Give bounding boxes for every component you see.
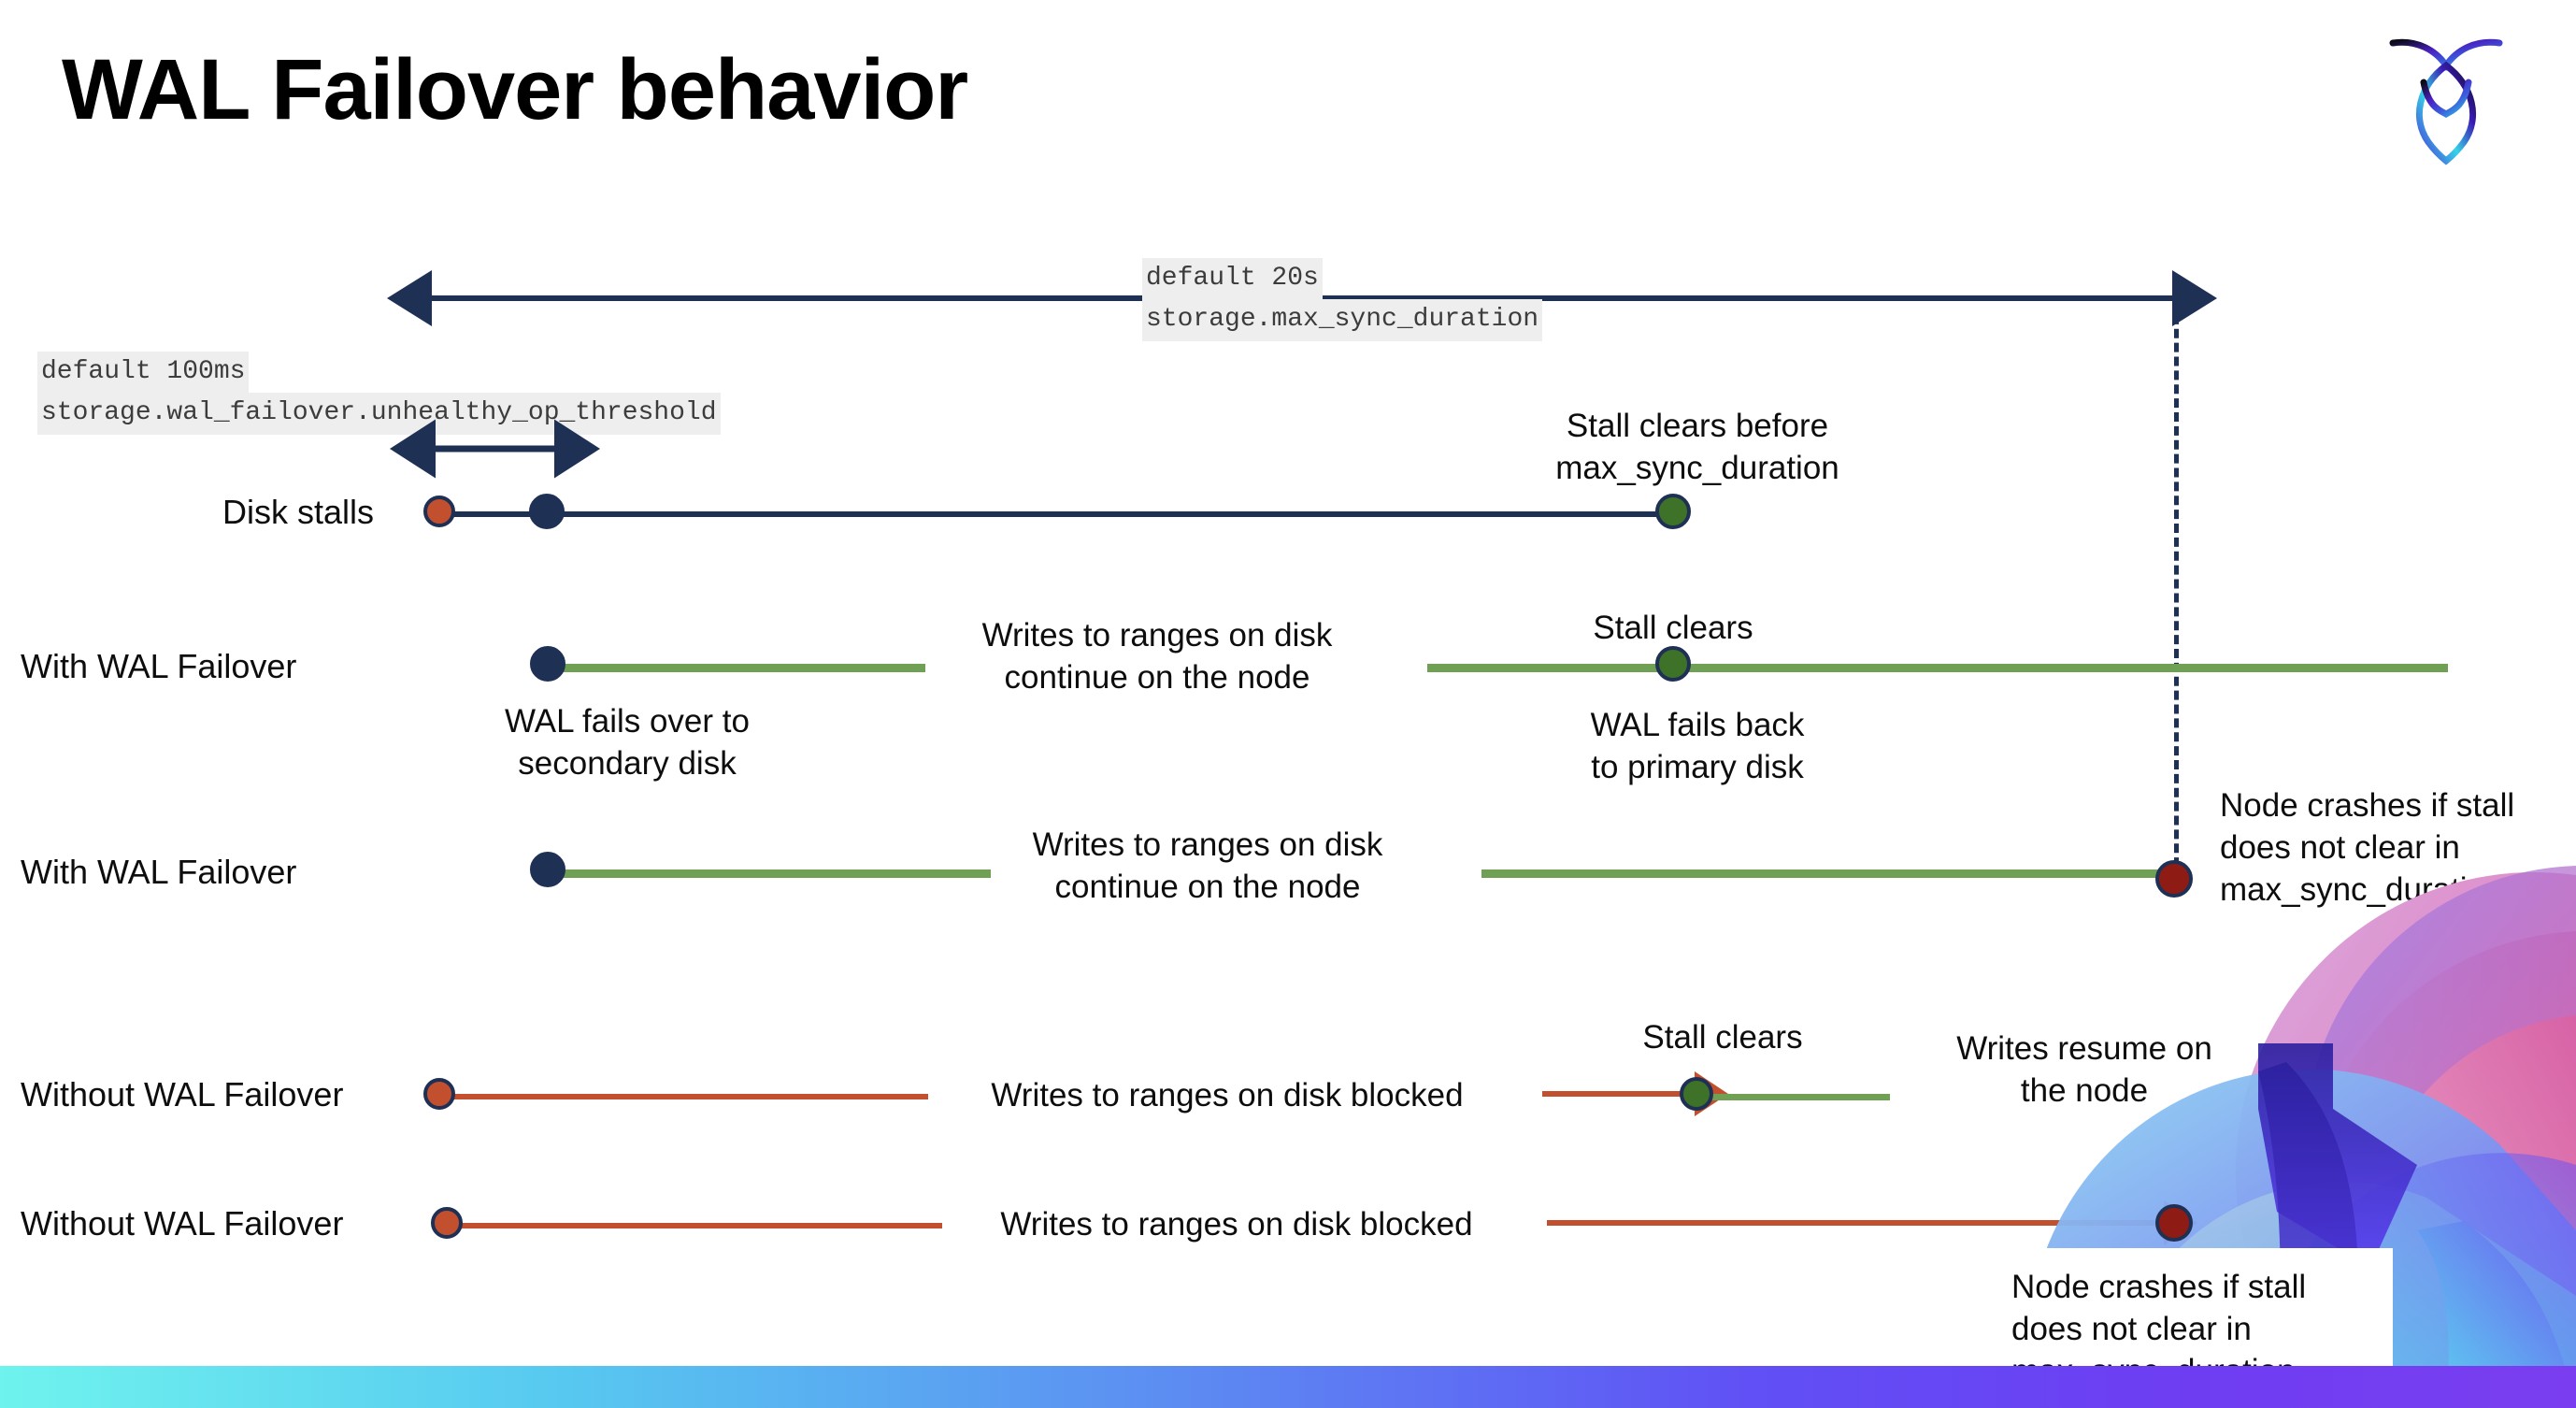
- unhealthy-op-threshold-setting-chip: storage.wal_failover.unhealthy_op_thresh…: [37, 393, 721, 435]
- unhealthy-op-threshold-default-chip: default 100ms: [37, 352, 250, 394]
- without-wal-2-node-crash-dot: [2155, 1204, 2193, 1242]
- row-label-without-wal-failover-2: Without WAL Failover: [21, 1204, 344, 1243]
- without-wal-2-crash-arrow: [1547, 1200, 2197, 1245]
- wal-failover-2-segment-left: [548, 869, 991, 878]
- label-wal-fails-over: WAL fails over to secondary disk: [505, 703, 750, 782]
- wal-failover-1-segment-right: [1427, 664, 2448, 672]
- max-sync-duration-default-chip: default 20s: [1142, 258, 1323, 300]
- wal-failover-1-stall-clears-dot: [1655, 646, 1691, 682]
- unhealthy-op-threshold-span-arrow: [390, 419, 600, 479]
- label-stall-clears-2: Stall clears: [1642, 1019, 1803, 1056]
- label-writes-continue-2: Writes to ranges on disk continue on the…: [1032, 826, 1383, 905]
- max-sync-duration-guide-line: [2174, 301, 2179, 881]
- without-wal-2-segment-left: [447, 1223, 942, 1228]
- label-writes-continue-1: Writes to ranges on disk continue on the…: [981, 617, 1333, 696]
- row-label-disk-stalls: Disk stalls: [222, 493, 375, 531]
- label-stall-clears-1: Stall clears: [1593, 610, 1753, 646]
- disk-stall-threshold-dot: [529, 494, 565, 529]
- label-writes-blocked-2: Writes to ranges on disk blocked: [1000, 1206, 1473, 1243]
- without-wal-2-start-dot: [431, 1207, 463, 1239]
- label-writes-blocked-1: Writes to ranges on disk blocked: [991, 1077, 1464, 1113]
- without-wal-1-stall-arrow: [1542, 1071, 1728, 1116]
- page-title: WAL Failover behavior: [62, 42, 968, 137]
- disk-stall-clears-dot: [1655, 494, 1691, 529]
- without-wal-1-stall-clears-dot: [1680, 1077, 1713, 1111]
- without-wal-1-segment-left: [439, 1094, 928, 1099]
- wal-failover-2-segment-right: [1481, 869, 2174, 878]
- row-label-with-wal-failover-2: With WAL Failover: [21, 853, 297, 891]
- label-stall-clears-before-max-sync: Stall clears before max_sync_duration: [1555, 408, 1839, 486]
- cockroachdb-logo-icon: [2385, 28, 2507, 168]
- label-node-crashes-1: Node crashes if stall does not clear in …: [2220, 787, 2515, 908]
- without-wal-1-start-dot: [423, 1078, 455, 1110]
- without-wal-1-segment-mid: [1710, 1094, 1890, 1100]
- row-label-with-wal-failover-1: With WAL Failover: [21, 647, 297, 685]
- without-wal-1-segment-right: [2292, 1094, 2453, 1100]
- max-sync-duration-setting-chip: storage.max_sync_duration: [1142, 299, 1543, 341]
- label-wal-fails-back: WAL fails back to primary disk: [1590, 707, 1805, 785]
- disk-stall-start-dot: [423, 496, 455, 527]
- wal-failover-1-failover-dot: [530, 646, 565, 682]
- disk-stall-timeline-segment: [439, 511, 1673, 517]
- label-writes-resume: Writes resume on the node: [1956, 1030, 2212, 1109]
- wal-failover-1-segment-left: [548, 664, 925, 672]
- bottom-gradient-bar: [0, 1366, 2576, 1408]
- wal-failover-2-failover-dot: [530, 852, 565, 887]
- wal-failover-2-node-crash-dot: [2155, 860, 2193, 898]
- row-label-without-wal-failover-1: Without WAL Failover: [21, 1075, 344, 1113]
